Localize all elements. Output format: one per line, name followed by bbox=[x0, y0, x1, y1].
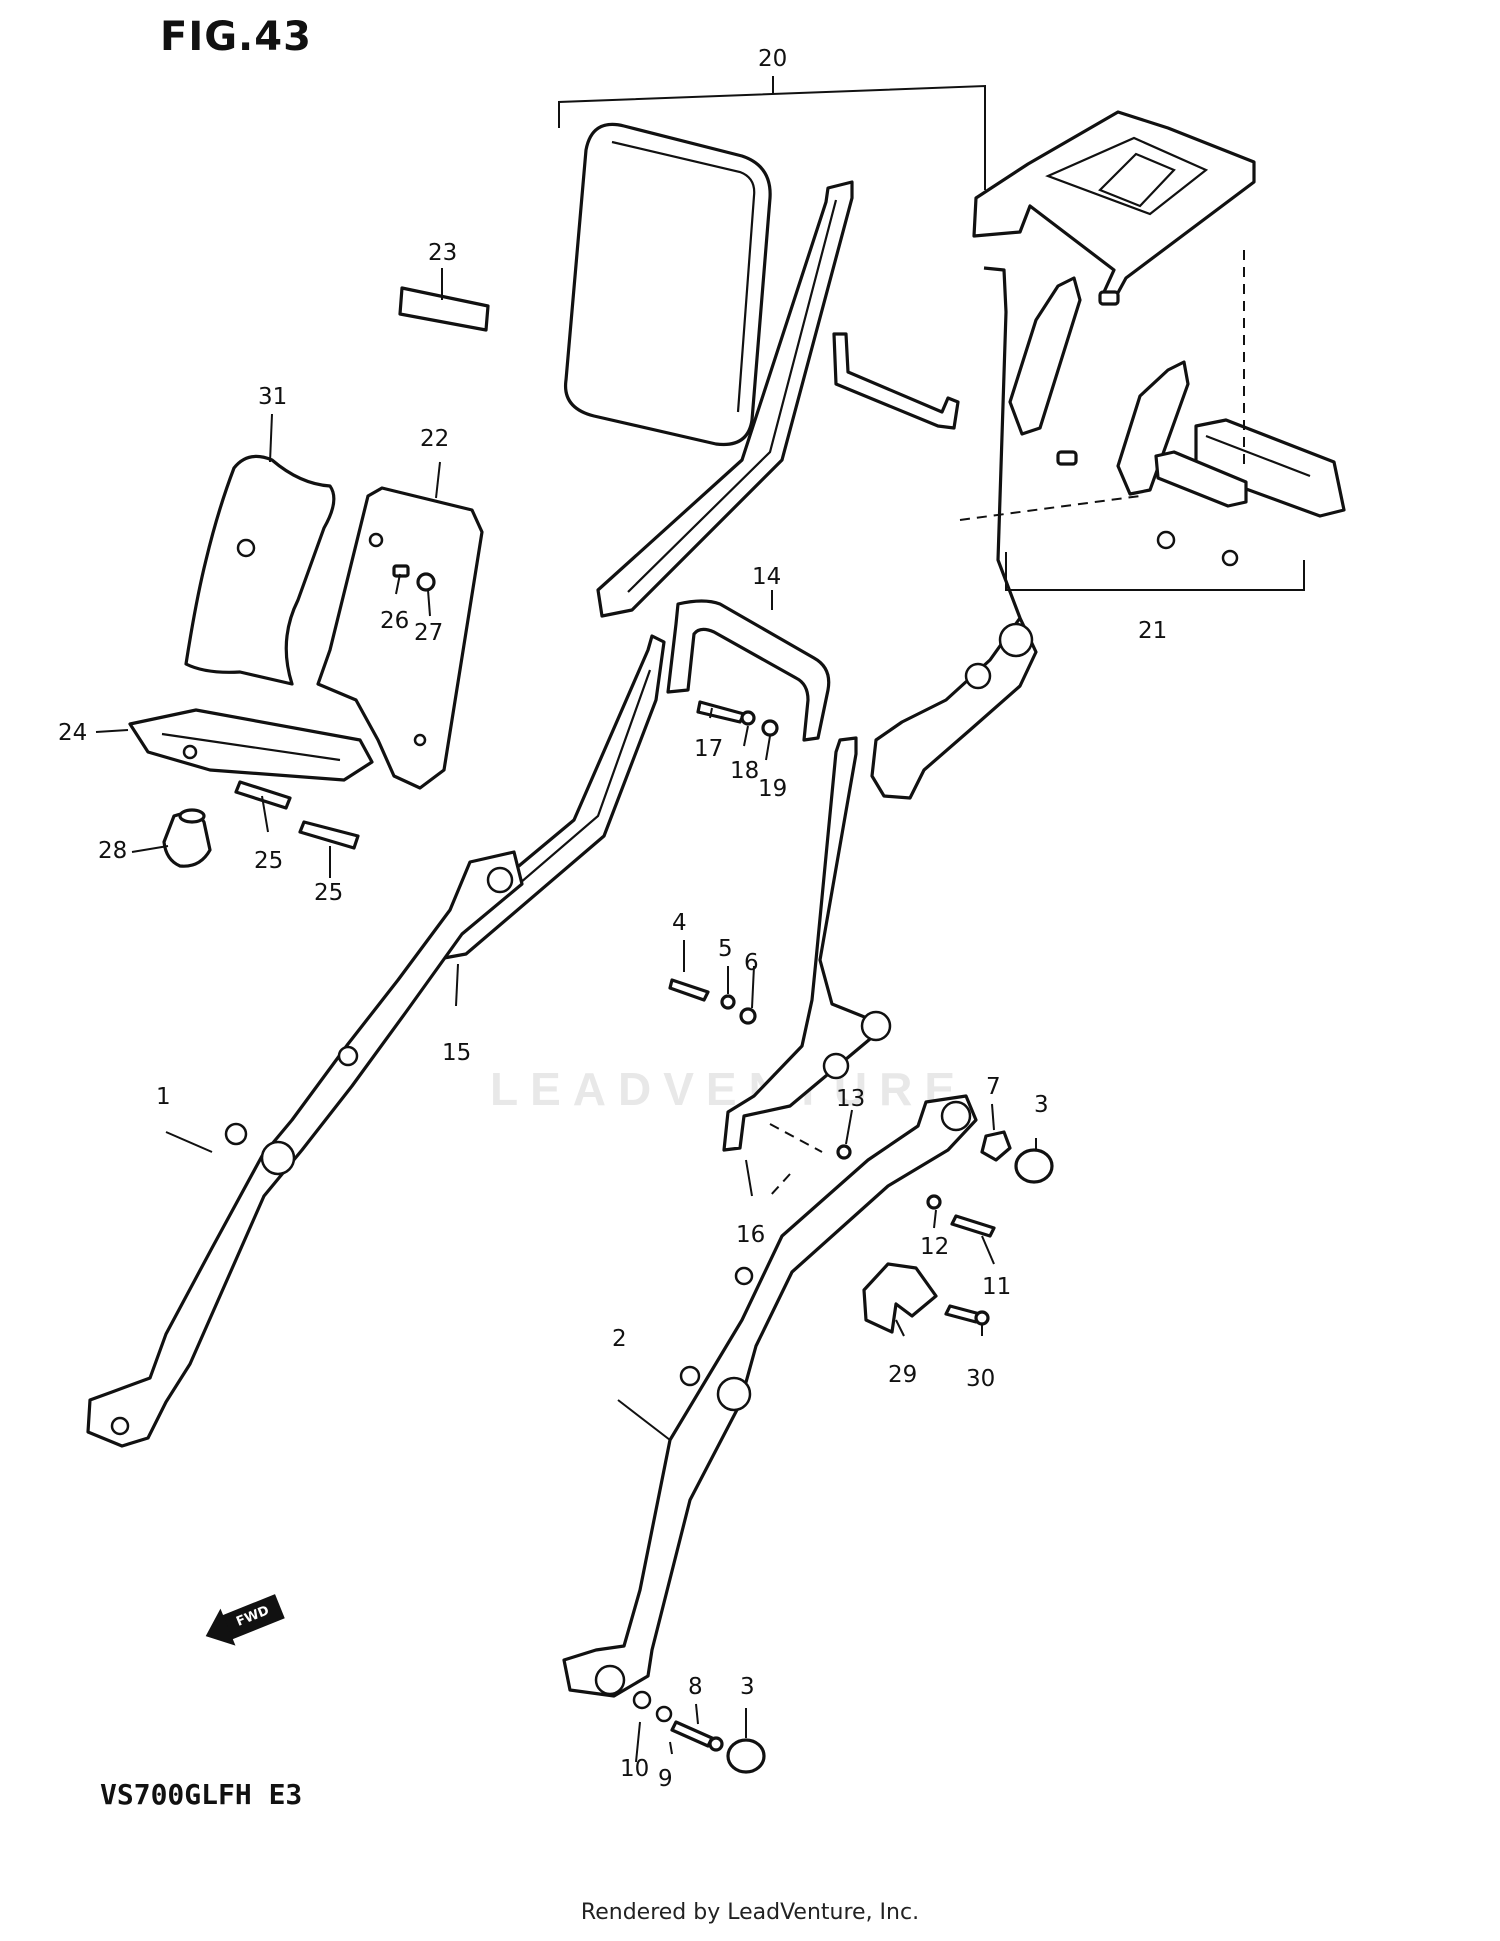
bracket-arm bbox=[722, 736, 878, 1152]
callout-12: 12 bbox=[920, 1234, 949, 1260]
callout-3-upper: 3 bbox=[1034, 1092, 1049, 1118]
callout-9: 9 bbox=[658, 1766, 673, 1792]
figure-title: FIG.43 bbox=[160, 14, 312, 60]
cap-3-upper bbox=[1014, 1148, 1054, 1184]
callout-10: 10 bbox=[620, 1756, 649, 1782]
callout-26: 26 bbox=[380, 608, 409, 634]
callout-13: 13 bbox=[836, 1086, 865, 1112]
tray-base bbox=[128, 708, 374, 782]
callout-19: 19 bbox=[758, 776, 787, 802]
callout-24: 24 bbox=[58, 720, 87, 746]
rack-clamp bbox=[1154, 450, 1248, 508]
callout-25-a: 25 bbox=[254, 848, 283, 874]
callout-6: 6 bbox=[744, 950, 759, 976]
backrest-pad bbox=[563, 122, 772, 447]
callout-17: 17 bbox=[694, 736, 723, 762]
rear-carrier-rack bbox=[972, 110, 1256, 302]
callout-28: 28 bbox=[98, 838, 127, 864]
handle-grip bbox=[666, 599, 831, 742]
callout-3-lower: 3 bbox=[740, 1674, 755, 1700]
bolt-4 bbox=[668, 978, 710, 1002]
cap-3-lower bbox=[726, 1738, 766, 1774]
callout-1: 1 bbox=[156, 1084, 171, 1110]
bolt-17 bbox=[696, 700, 746, 724]
rubber-strip-b bbox=[298, 820, 360, 850]
callout-22: 22 bbox=[420, 426, 449, 452]
callout-7: 7 bbox=[986, 1074, 1001, 1100]
tray-cover bbox=[316, 486, 484, 790]
frame-bar-left bbox=[86, 850, 524, 1448]
callout-5: 5 bbox=[718, 936, 733, 962]
reflector-plate bbox=[398, 286, 490, 332]
model-code: VS700GLFH E3 bbox=[100, 1778, 303, 1811]
callout-18: 18 bbox=[730, 758, 759, 784]
callout-21: 21 bbox=[1138, 618, 1167, 644]
bolt-8 bbox=[670, 1720, 714, 1748]
callout-8: 8 bbox=[688, 1674, 703, 1700]
callout-4: 4 bbox=[672, 910, 687, 936]
nut-7 bbox=[980, 1130, 1012, 1162]
watermark: LEADVENTURE bbox=[490, 1063, 968, 1115]
callout-20: 20 bbox=[758, 46, 787, 72]
callout-15: 15 bbox=[442, 1040, 471, 1066]
callout-16: 16 bbox=[736, 1222, 765, 1248]
rack-mount-plate-left bbox=[1008, 276, 1082, 436]
callout-27: 27 bbox=[414, 620, 443, 646]
bolt-11 bbox=[950, 1214, 996, 1238]
rack-mount-plate-right bbox=[1116, 360, 1190, 496]
rack-support-strut bbox=[870, 266, 1038, 800]
callout-29: 29 bbox=[888, 1362, 917, 1388]
callout-23: 23 bbox=[428, 240, 457, 266]
backrest-mount-bracket bbox=[832, 332, 960, 430]
callout-14: 14 bbox=[752, 564, 781, 590]
callout-25-b: 25 bbox=[314, 880, 343, 906]
frame-bar-right bbox=[562, 1094, 978, 1698]
callout-30: 30 bbox=[966, 1366, 995, 1392]
callout-31: 31 bbox=[258, 384, 287, 410]
seat-cover bbox=[184, 454, 336, 686]
backrest-side-bar bbox=[596, 180, 854, 618]
render-credit: Rendered by LeadVenture, Inc. bbox=[580, 1900, 920, 1925]
callout-2: 2 bbox=[612, 1326, 627, 1352]
callout-11: 11 bbox=[982, 1274, 1011, 1300]
rubber-strip-a bbox=[234, 780, 292, 810]
bracket-29 bbox=[862, 1262, 938, 1334]
